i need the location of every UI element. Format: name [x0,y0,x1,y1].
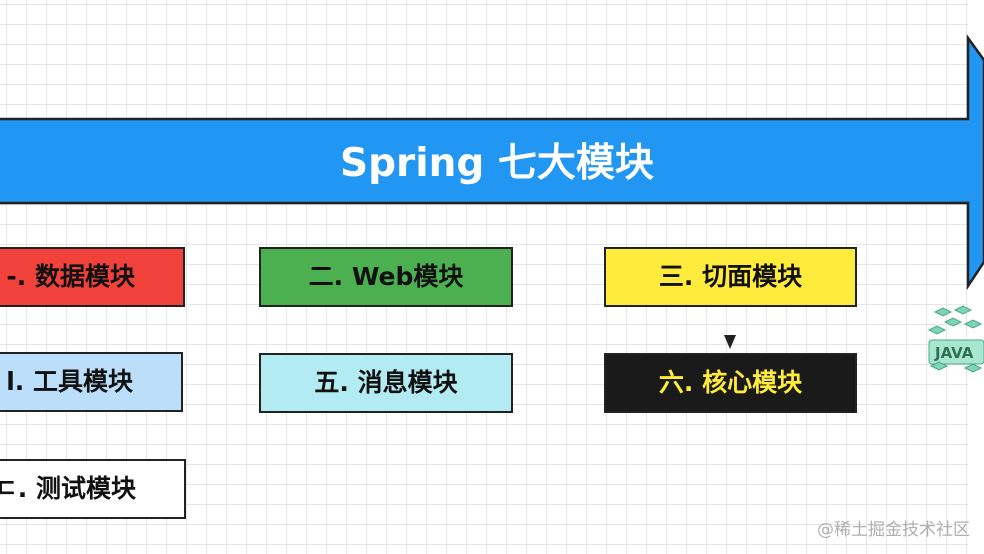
module-data: -. 数据模块 [0,247,185,307]
java-cubes-logo: JAVA [927,305,984,373]
module-web-label: 二. Web模块 [308,262,464,291]
module-web: 二. Web模块 [259,247,513,307]
module-aop: 三. 切面模块 [604,247,857,307]
arrow-shape [0,34,984,291]
module-data-label: -. 数据模块 [6,262,135,291]
module-tools-label: l. 工具模块 [6,367,133,396]
module-messaging-label: 五. 消息模块 [314,368,458,397]
module-core-label: 六. 核心模块 [658,368,803,397]
module-test-label: ㄷ. 测试模块 [0,474,136,503]
java-logo-text: JAVA [934,344,974,362]
watermark: @稀土掘金技术社区 [817,520,970,540]
module-messaging: 五. 消息模块 [259,353,513,413]
module-aop-label: 三. 切面模块 [658,262,803,291]
arrowhead-connector [724,335,736,349]
spring-arrow [0,34,984,291]
module-tools: l. 工具模块 [0,352,183,412]
module-core: 六. 核心模块 [604,353,857,413]
arrow-title: Spring 七大模块 [340,141,654,186]
module-test: ㄷ. 测试模块 [0,459,186,519]
